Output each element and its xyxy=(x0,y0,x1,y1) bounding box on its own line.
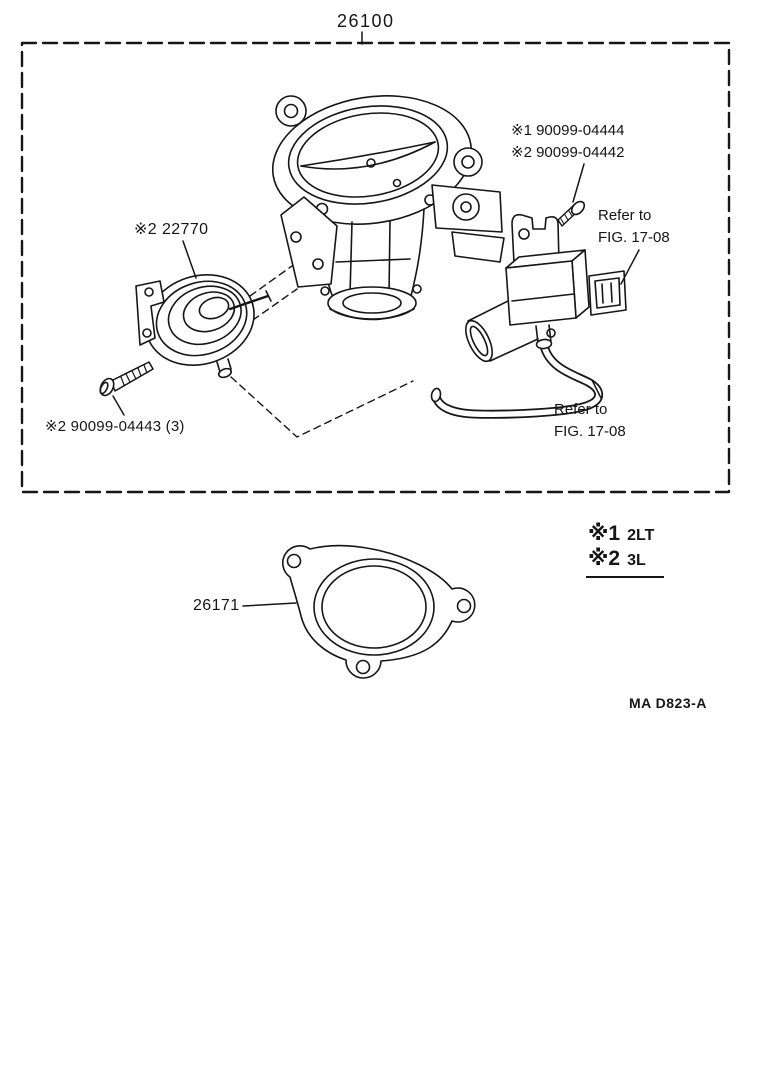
engine-code-legend: ※1 2LT ※2 3L xyxy=(586,521,665,578)
vsv-screw-drawing xyxy=(557,200,586,227)
refer-note-bottom-line1: Refer to xyxy=(554,401,608,418)
mount-screw-label: ※2 90099-04443 (3) xyxy=(45,418,185,435)
vsv-screw-label-opt1: ※1 90099-04444 xyxy=(511,122,625,139)
vsv-screw-label-opt2: ※2 90099-04442 xyxy=(511,144,625,161)
leader-lines xyxy=(112,31,640,607)
legend-symbol-2: ※2 xyxy=(588,547,621,570)
mount-screw-drawing xyxy=(99,361,154,397)
refer-note-top-line2: FIG. 17-08 xyxy=(598,229,670,246)
vsv-drawing xyxy=(465,213,627,363)
legend-value-2: 3L xyxy=(627,552,646,569)
drawing-code: MA D823-A xyxy=(629,695,707,711)
vsv-pipe-drawing xyxy=(430,344,604,419)
refer-note-bottom: Refer to FIG. 17-08 xyxy=(554,399,626,443)
vsv-screw-labels: ※1 90099-04444 ※2 90099-04442 xyxy=(511,120,625,164)
legend-row-1: ※1 2LT xyxy=(588,521,654,546)
legend-value-1: 2LT xyxy=(627,527,655,544)
legend-row-2: ※2 3L xyxy=(588,546,654,571)
dashed-frame xyxy=(20,41,731,494)
actuator-label: ※2 22770 xyxy=(134,221,209,238)
throttle-body-drawing xyxy=(271,95,505,321)
legend-symbol-1: ※1 xyxy=(588,522,621,545)
assembly-dashed-leaders xyxy=(230,260,414,438)
gasket-label: 26171 xyxy=(193,597,240,614)
refer-note-bottom-line2: FIG. 17-08 xyxy=(554,423,626,440)
refer-note-top-line1: Refer to xyxy=(598,207,652,224)
refer-note-top: Refer to FIG. 17-08 xyxy=(598,205,670,249)
assembly-number-label: 26100 xyxy=(337,11,395,31)
gasket-drawing xyxy=(282,544,476,679)
actuator-drawing xyxy=(135,274,272,379)
